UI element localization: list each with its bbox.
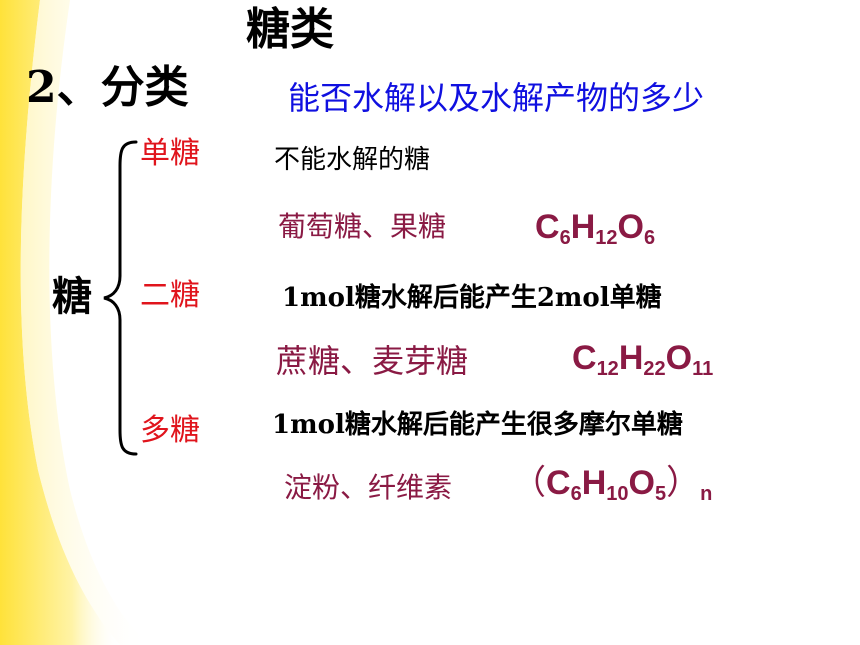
- category-monosaccharide: 单糖: [140, 136, 200, 171]
- category-disaccharide: 二糖: [140, 278, 200, 313]
- category-monosaccharide-formula: C6H12O6: [535, 208, 656, 249]
- category-disaccharide-formula: C12H22O11: [572, 339, 714, 380]
- category-monosaccharide-examples: 葡萄糖、果糖: [278, 210, 447, 243]
- category-polysaccharide-formula: （C6H10O5）n: [512, 464, 713, 505]
- section-heading: 2、分类: [26, 62, 189, 113]
- category-polysaccharide-description: 1mol糖水解后能产生很多摩尔单糖: [272, 410, 683, 440]
- category-disaccharide-examples: 蔗糖、麦芽糖: [276, 342, 469, 380]
- root-label: 糖: [52, 273, 92, 320]
- category-monosaccharide-description: 不能水解的糖: [274, 145, 431, 175]
- category-polysaccharide-examples: 淀粉、纤维素: [284, 471, 453, 504]
- classification-criterion: 能否水解以及水解产物的多少: [288, 79, 705, 117]
- curly-brace: [103, 140, 138, 456]
- slide-title: 糖类: [246, 4, 334, 55]
- category-polysaccharide: 多糖: [140, 413, 200, 448]
- category-disaccharide-description: 1mol糖水解后能产生2mol单糖: [282, 283, 662, 313]
